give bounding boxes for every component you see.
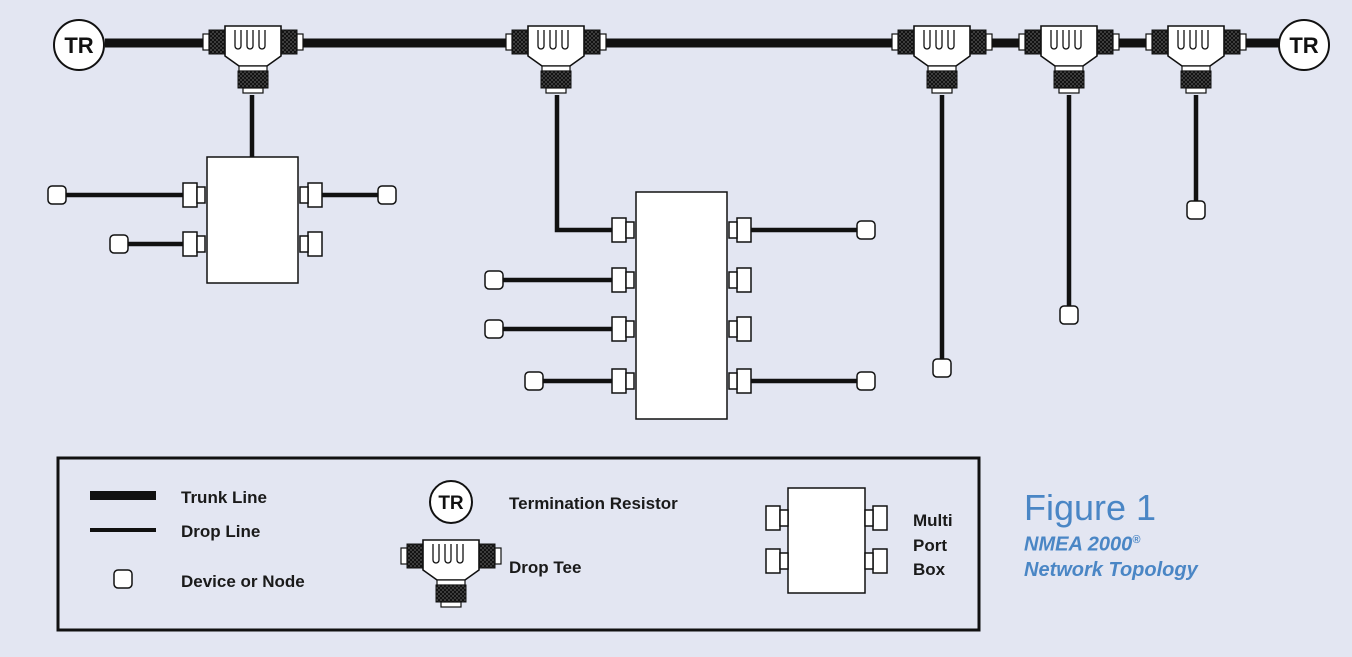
device-node bbox=[47, 185, 67, 205]
figure-number: Figure 1 bbox=[1024, 487, 1157, 528]
device-node bbox=[1186, 200, 1206, 220]
drop-tee-4 bbox=[1018, 25, 1120, 94]
registered-mark: ® bbox=[1132, 534, 1141, 546]
legend-tr-label: Termination Resistor bbox=[509, 494, 678, 513]
multi-port-box-2 bbox=[611, 191, 752, 420]
drop-tee-2 bbox=[505, 25, 607, 94]
legend-multiport-line3: Box bbox=[913, 560, 946, 579]
legend-drop-swatch bbox=[90, 528, 156, 532]
drop-tee-5 bbox=[1145, 25, 1247, 94]
termination-resistor-right: TR bbox=[1278, 19, 1330, 71]
device-node bbox=[932, 358, 952, 378]
legend-tee-label: Drop Tee bbox=[509, 558, 581, 577]
device-node bbox=[524, 371, 544, 391]
figure-caption: Figure 1 NMEA 2000® Network Topology bbox=[1024, 488, 1198, 583]
legend-multiport-line2: Port bbox=[913, 536, 947, 555]
legend-node-swatch bbox=[113, 569, 133, 589]
legend-multiport-symbol bbox=[787, 487, 866, 594]
legend-node-label: Device or Node bbox=[181, 572, 305, 591]
figure-subtitle-line1: NMEA 2000 bbox=[1024, 533, 1133, 556]
figure-subtitle-line2: Network Topology bbox=[1024, 558, 1198, 581]
legend-trunk-label: Trunk Line bbox=[181, 488, 267, 507]
device-node bbox=[856, 220, 876, 240]
device-node bbox=[484, 319, 504, 339]
legend-tr-symbol-text: TR bbox=[438, 493, 464, 514]
drop-tee-1 bbox=[202, 25, 304, 94]
device-node bbox=[109, 234, 129, 254]
legend-drop-label: Drop Line bbox=[181, 522, 260, 541]
device-node bbox=[856, 371, 876, 391]
terminator-label: TR bbox=[1289, 33, 1318, 58]
termination-resistor-left: TR bbox=[53, 19, 105, 71]
legend-trunk-swatch bbox=[90, 491, 156, 500]
device-node bbox=[377, 185, 397, 205]
multi-port-box-1 bbox=[182, 156, 323, 284]
drop-lines bbox=[66, 95, 1199, 384]
terminator-label: TR bbox=[64, 33, 93, 58]
drop-tee-3 bbox=[891, 25, 993, 94]
legend: Trunk Line Drop Line Device or Node TR T… bbox=[56, 456, 981, 632]
device-node bbox=[1059, 305, 1079, 325]
figure-subtitle: NMEA 2000® bbox=[1024, 528, 1198, 558]
legend-multiport-line1: Multi bbox=[913, 511, 953, 530]
legend-tee-symbol bbox=[400, 539, 502, 608]
legend-tr-symbol bbox=[429, 480, 473, 524]
device-node bbox=[484, 270, 504, 290]
